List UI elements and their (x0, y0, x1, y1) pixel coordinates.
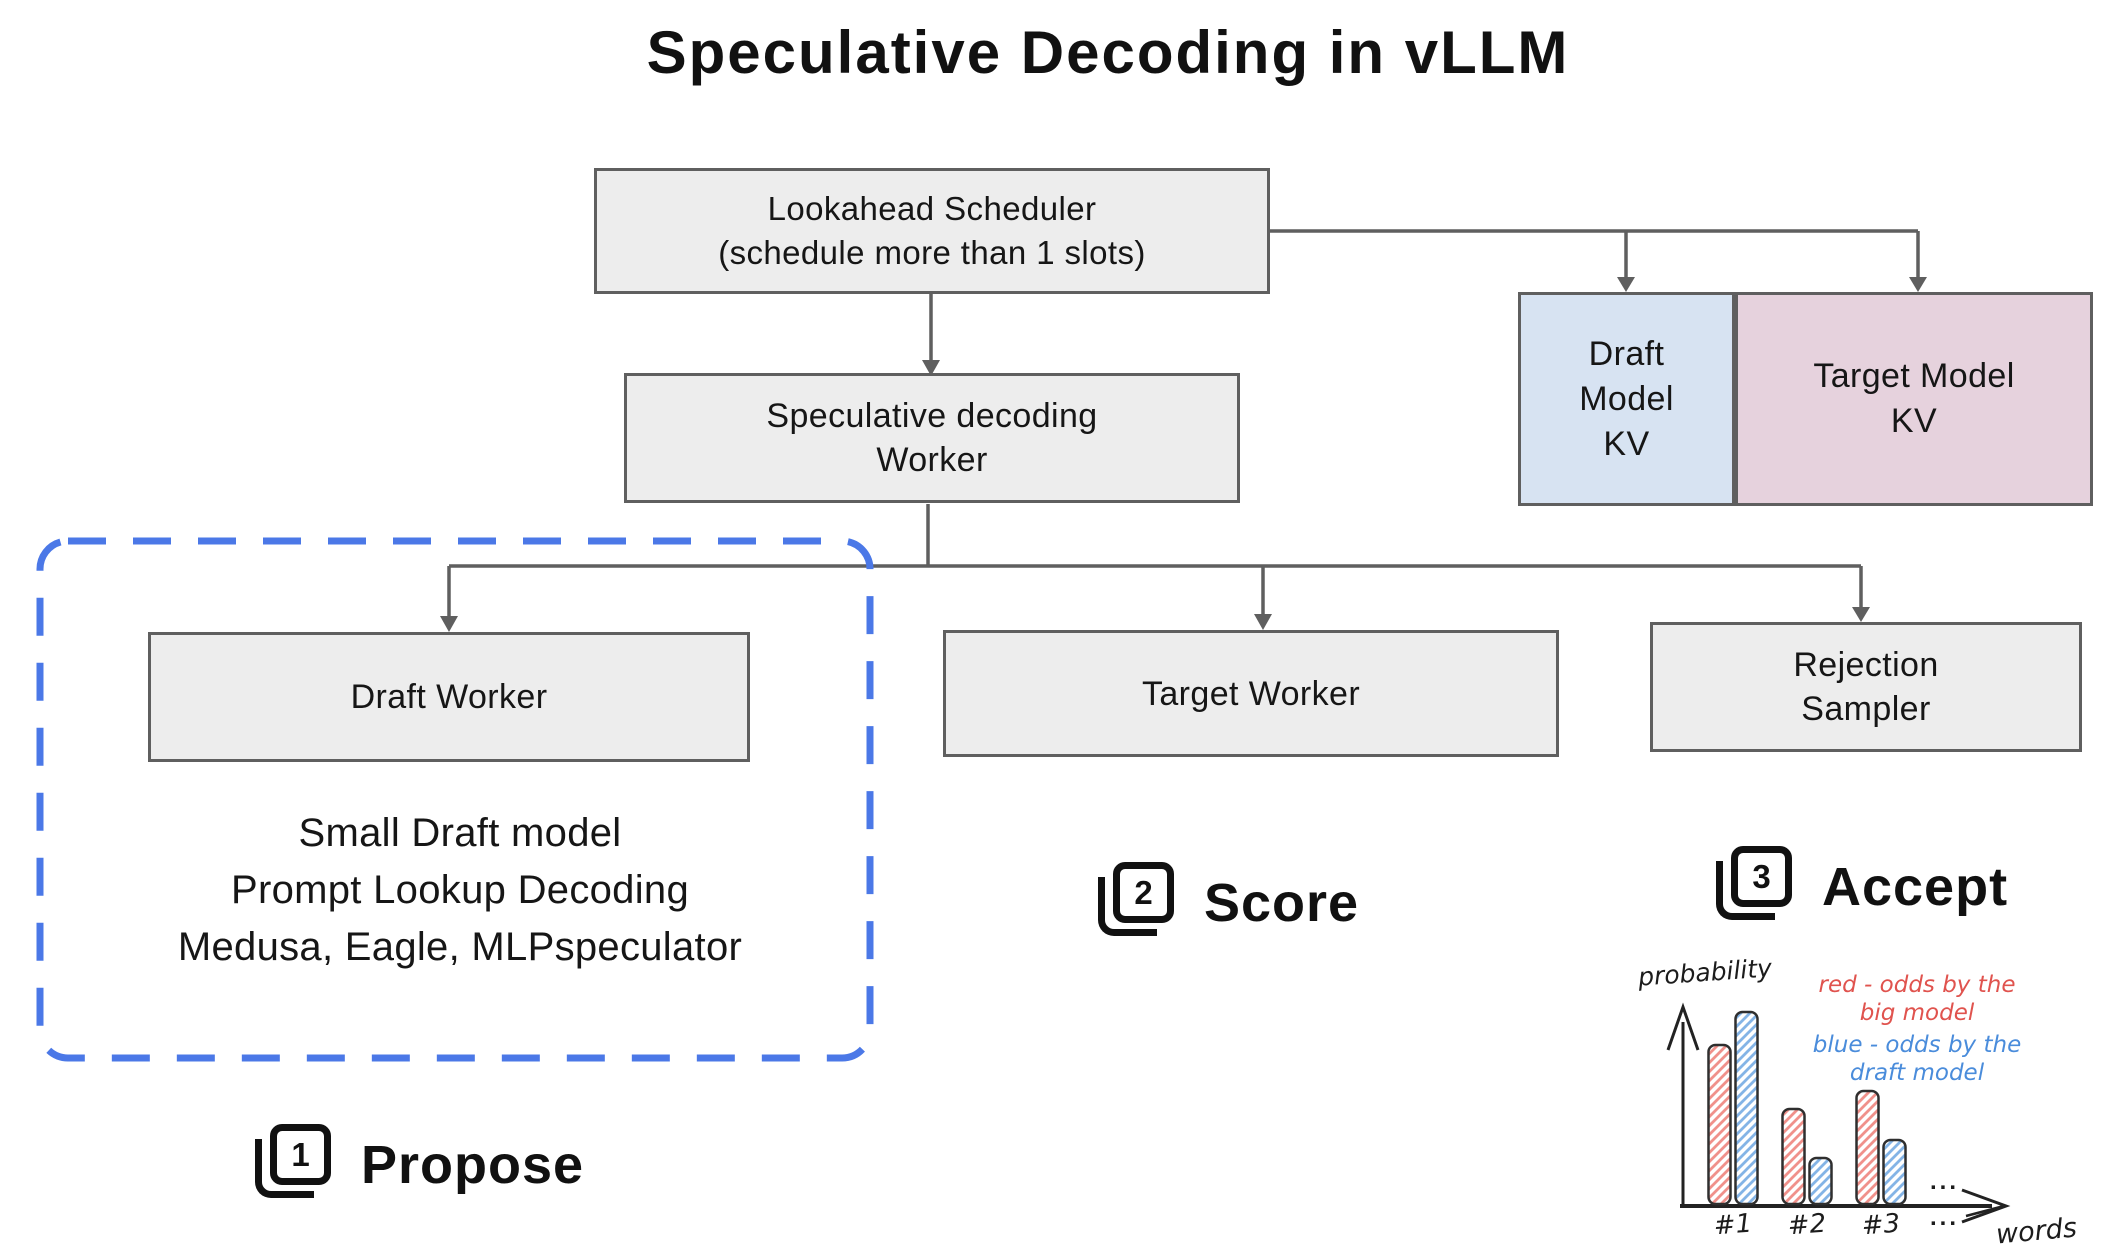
step-label: Propose (361, 1135, 585, 1195)
copy-stack-back-page (255, 1139, 314, 1198)
node-label: Draft Worker (350, 678, 548, 716)
chart-bar-blue-#3 (1882, 1138, 1907, 1206)
node-rejection-sampler: Rejection Sampler (1650, 622, 2082, 752)
chart-bar-blue-#1 (1734, 1010, 1759, 1206)
chart-tick-label: #3 (1860, 1208, 1902, 1242)
node-label: Rejection (1793, 646, 1939, 684)
legend-line: draft model (1849, 1060, 1985, 1086)
node-speculative-decoding-worker: Speculative decoding Worker (624, 373, 1240, 503)
step-score: 2 Score (1096, 862, 1359, 944)
node-label: KV (1603, 424, 1650, 463)
draft-method: Small Draft model (298, 811, 622, 855)
chart-ellipsis-bottom: ... (1930, 1204, 1960, 1231)
chart-legend-red: red - odds by the big model (1772, 971, 2062, 1027)
step-label: Score (1204, 873, 1360, 933)
chart-bar-blue-#2 (1808, 1156, 1833, 1206)
arrowhead-icon (922, 360, 940, 376)
chart-bar-red-#1 (1707, 1043, 1732, 1206)
step-number-badge: 1 (270, 1124, 331, 1185)
step-propose: 1 Propose (253, 1124, 584, 1206)
draft-method: Prompt Lookup Decoding (231, 868, 689, 912)
node-label: Speculative decoding (766, 397, 1098, 435)
node-label: Target Worker (1141, 674, 1361, 713)
legend-line: big model (1859, 1000, 1975, 1026)
node-label: Model (1579, 379, 1674, 418)
x-axis-arrowhead (1961, 1188, 2011, 1224)
x-axis-arrow-sketch (1965, 1204, 2005, 1218)
draft-methods-list: Small Draft model Prompt Lookup Decoding… (60, 805, 860, 976)
arrowhead-icon (440, 616, 458, 632)
arrowheads (440, 277, 1927, 632)
chart-tick-label: #1 (1712, 1208, 1754, 1242)
arrowhead-icon (1617, 277, 1635, 292)
legend-line: blue - odds by the (1812, 1032, 2022, 1058)
copy-stack-icon: 1 (253, 1124, 333, 1206)
step-accept: 3 Accept (1714, 846, 2008, 928)
node-draft-worker: Draft Worker (148, 632, 750, 762)
step-label: Accept (1822, 857, 2009, 917)
chart-bar-red-#2 (1781, 1107, 1806, 1206)
node-draft-model-kv: Draft Model KV (1518, 292, 1735, 506)
node-label: Sampler (1801, 690, 1931, 728)
node-label: Target Model (1813, 357, 2015, 395)
chart-legend-blue: blue - odds by the draft model (1772, 1031, 2062, 1087)
arrowhead-icon (1909, 277, 1927, 292)
step-number-badge: 3 (1731, 846, 1792, 907)
arrowhead-icon (1254, 614, 1272, 630)
node-label: Lookahead Scheduler (767, 190, 1097, 227)
page-title: Speculative Decoding in vLLM (646, 19, 1570, 86)
step-number-badge: 2 (1113, 862, 1174, 923)
node-target-worker: Target Worker (943, 630, 1559, 757)
chart-bar-red-#3 (1855, 1089, 1880, 1206)
node-label: Worker (876, 441, 988, 479)
chart-tick-label: #2 (1786, 1208, 1828, 1242)
node-label: KV (1890, 402, 1938, 440)
node-label: Draft (1588, 334, 1665, 373)
copy-stack-back-page (1098, 877, 1157, 936)
y-axis-arrowhead (1666, 1002, 1700, 1051)
chart-x-axis-label: words (1994, 1212, 2079, 1247)
copy-stack-back-page (1716, 861, 1775, 920)
connector-lines (447, 229, 1920, 617)
copy-stack-icon: 3 (1714, 846, 1794, 928)
chart-ellipsis-top: ... (1930, 1168, 1960, 1195)
arrowhead-icon (1852, 607, 1870, 622)
node-lookahead-scheduler: Lookahead Scheduler (schedule more than … (594, 168, 1270, 294)
copy-stack-icon: 2 (1096, 862, 1176, 944)
legend-line: red - odds by the (1818, 972, 2016, 998)
node-label: (schedule more than 1 slots) (718, 234, 1146, 271)
propose-group-dashed-box (36, 537, 874, 1062)
node-target-model-kv: Target Model KV (1735, 292, 2093, 506)
draft-method: Medusa, Eagle, MLPspeculator (177, 925, 743, 969)
chart-axes (1666, 1002, 2011, 1224)
chart-bars (1707, 1010, 1907, 1206)
